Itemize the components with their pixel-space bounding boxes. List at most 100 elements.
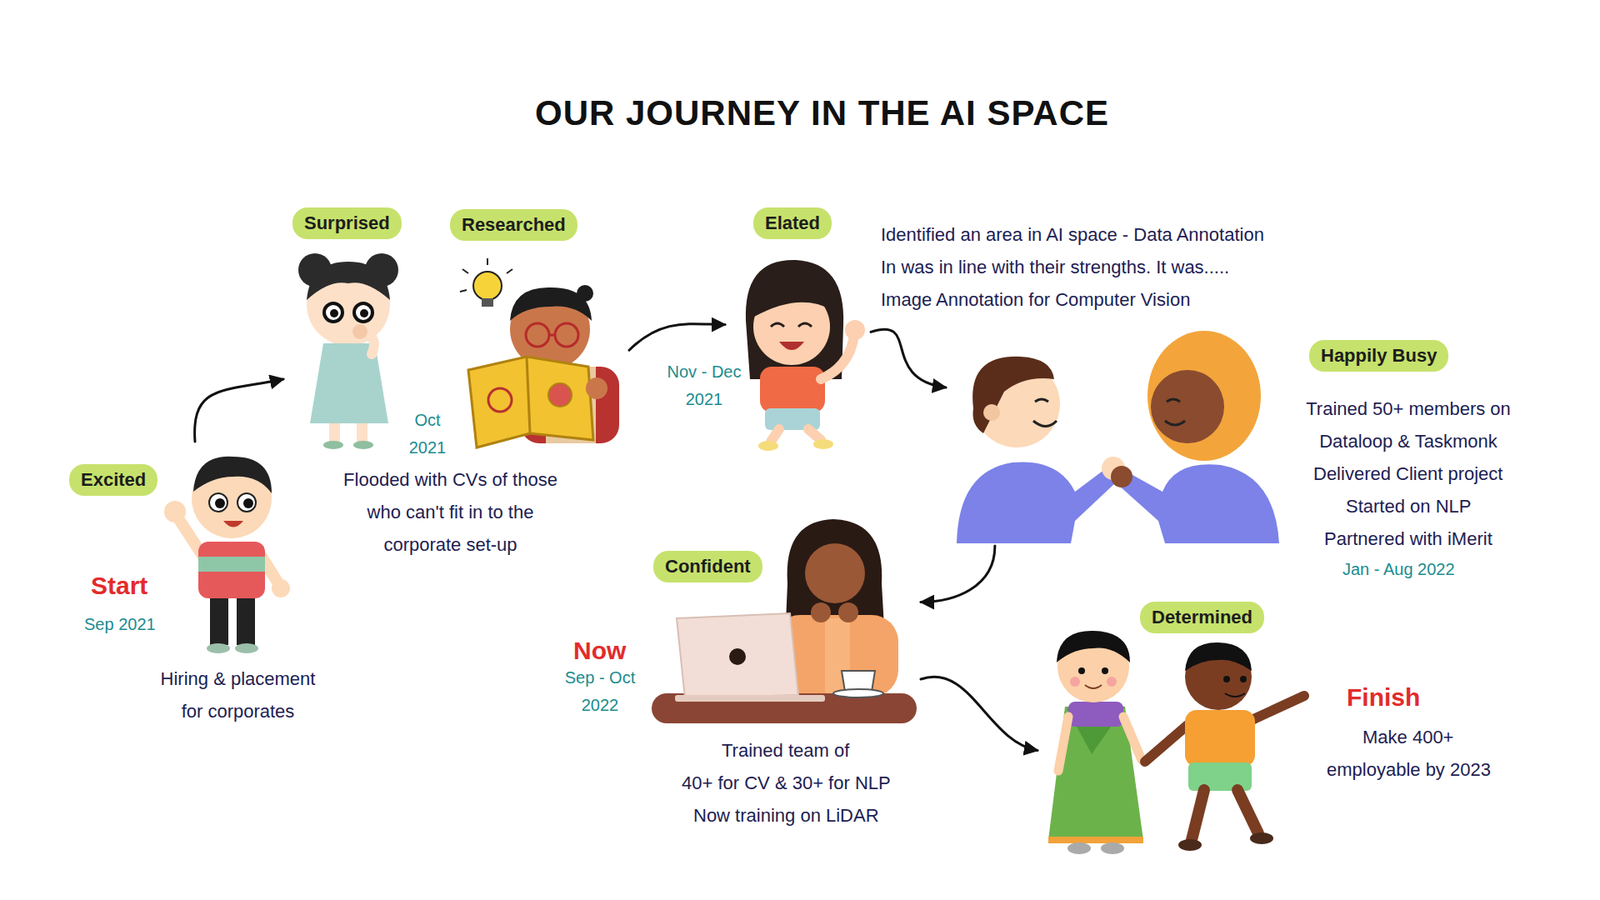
emotion-pill: Determined bbox=[1140, 601, 1265, 634]
excited-boy bbox=[164, 456, 290, 654]
determined-kids-part bbox=[1250, 695, 1305, 721]
confident-woman-part bbox=[675, 695, 825, 702]
stage-region: Determined bbox=[1037, 598, 1317, 865]
determined-kids-part bbox=[1185, 642, 1252, 671]
confident-woman-part bbox=[651, 693, 917, 724]
surprised-girl-part bbox=[354, 303, 373, 322]
stage-region: Researched bbox=[445, 206, 630, 450]
surprised-girl-part bbox=[329, 423, 340, 444]
stage-marker: Finish bbox=[1346, 682, 1420, 713]
excited-boy-part bbox=[209, 493, 228, 512]
determined-kids-part bbox=[1191, 790, 1259, 840]
emotion-pill: Excited bbox=[69, 464, 158, 496]
determined-kids-part bbox=[1058, 716, 1069, 771]
excited-boy-part bbox=[236, 593, 255, 645]
elated-girl-part bbox=[754, 279, 832, 317]
determined-kids-part bbox=[1101, 667, 1109, 675]
determined-kids-part bbox=[1178, 839, 1202, 851]
determined-kids-part bbox=[1145, 725, 1188, 762]
fist-bump-friends-part bbox=[1035, 399, 1049, 402]
excited-boy-part bbox=[223, 520, 244, 528]
reading-boy-part bbox=[473, 271, 502, 300]
determined-kids-part bbox=[1225, 693, 1245, 697]
fist-bump-friends-part bbox=[1033, 420, 1057, 427]
fist-bump-friends-part bbox=[1166, 399, 1180, 402]
excited-boy-part bbox=[237, 493, 256, 512]
fist-bump-friends-part bbox=[1150, 370, 1225, 444]
surprised-girl bbox=[298, 253, 399, 450]
date-label: Sep - Oct 2022 bbox=[558, 664, 642, 720]
description-text: In was in line with their strengths. It … bbox=[880, 250, 1230, 284]
fist-bump-friends-part bbox=[1147, 330, 1261, 461]
reading-boy-part bbox=[526, 356, 530, 434]
determined-kids-part bbox=[1223, 675, 1230, 683]
excited-boy-part bbox=[193, 456, 272, 494]
surprised-girl-part bbox=[306, 262, 390, 346]
reading-boy-part bbox=[481, 298, 494, 307]
excited-boy-part bbox=[198, 541, 265, 599]
elated-girl-part bbox=[779, 341, 805, 350]
fist-bump-friends-part bbox=[1118, 464, 1280, 544]
page-title: OUR JOURNEY IN THE AI SPACE bbox=[535, 93, 1110, 134]
excited-boy-part bbox=[198, 556, 265, 572]
reading-boy-part bbox=[525, 323, 550, 347]
determined-kids-part bbox=[1185, 710, 1255, 767]
fist-bump-friends-part bbox=[1110, 465, 1133, 488]
fist-bump-friends-part bbox=[972, 356, 1055, 434]
stage-region: Surprised bbox=[283, 204, 417, 455]
excited-boy-part bbox=[215, 498, 225, 509]
reading-boy-part bbox=[468, 356, 594, 448]
excited-boy-part bbox=[164, 500, 186, 523]
surprised-girl-part bbox=[356, 423, 368, 444]
determined-kids-part bbox=[1085, 685, 1102, 689]
reading-boy-part bbox=[549, 334, 555, 337]
reading-boy bbox=[460, 258, 620, 448]
confident-woman-part bbox=[810, 602, 831, 623]
stage-region: Elated bbox=[725, 204, 871, 450]
elated-girl-part bbox=[745, 260, 844, 380]
confident-woman-part bbox=[805, 543, 865, 604]
description-text: Now training on LiDAR bbox=[693, 799, 880, 832]
description-text: Identified an area in AI space - Data An… bbox=[880, 218, 1265, 251]
elated-girl-part bbox=[845, 320, 865, 340]
excited-boy-part bbox=[235, 643, 259, 654]
determined-kids-part bbox=[1068, 701, 1124, 727]
determined-kids bbox=[1048, 630, 1305, 855]
determined-kids-part bbox=[1100, 842, 1125, 855]
determined-kids-part bbox=[1067, 842, 1091, 855]
elated-girl-part bbox=[813, 439, 834, 450]
determined-kids-part bbox=[1123, 716, 1142, 760]
journey-arrow bbox=[870, 329, 946, 388]
description-text: Image Annotation for Computer Vision bbox=[880, 283, 1190, 316]
date-label: Jan - Aug 2022 bbox=[1342, 555, 1455, 584]
elated-girl bbox=[745, 260, 865, 451]
description-text: Trained team of bbox=[721, 734, 850, 767]
fist-bump-friends-part bbox=[1165, 420, 1185, 425]
surprised-girl-part bbox=[360, 309, 369, 318]
elated-girl-part bbox=[820, 335, 855, 380]
stage-marker: Start bbox=[90, 570, 148, 601]
surprised-girl-part bbox=[306, 261, 390, 300]
description-text: Trained 50+ members on Dataloop & Taskmo… bbox=[1295, 392, 1521, 458]
reading-boy-part bbox=[585, 377, 608, 400]
surprised-girl-part bbox=[352, 324, 368, 340]
reading-boy-part bbox=[488, 388, 512, 412]
date-label: Sep 2021 bbox=[84, 610, 156, 639]
emotion-pill: Happily Busy bbox=[1309, 340, 1449, 372]
confident-woman-part bbox=[676, 613, 799, 699]
description-text: Delivered Client project bbox=[1313, 457, 1503, 490]
surprised-girl-part bbox=[353, 440, 374, 450]
fist-bump-friends bbox=[956, 330, 1280, 544]
emotion-pill: Confident bbox=[653, 550, 763, 583]
description-text: employable by 2023 bbox=[1326, 753, 1491, 786]
journey-arrow bbox=[920, 545, 995, 603]
elated-girl-part bbox=[760, 366, 825, 413]
determined-kids-part bbox=[1106, 676, 1117, 687]
determined-kids-part bbox=[1250, 832, 1274, 845]
confident-woman-part bbox=[838, 602, 859, 623]
emotion-pill: Elated bbox=[753, 207, 832, 240]
determined-kids-part bbox=[1070, 676, 1080, 687]
description-text: Partnered with iMerit bbox=[1324, 522, 1493, 555]
